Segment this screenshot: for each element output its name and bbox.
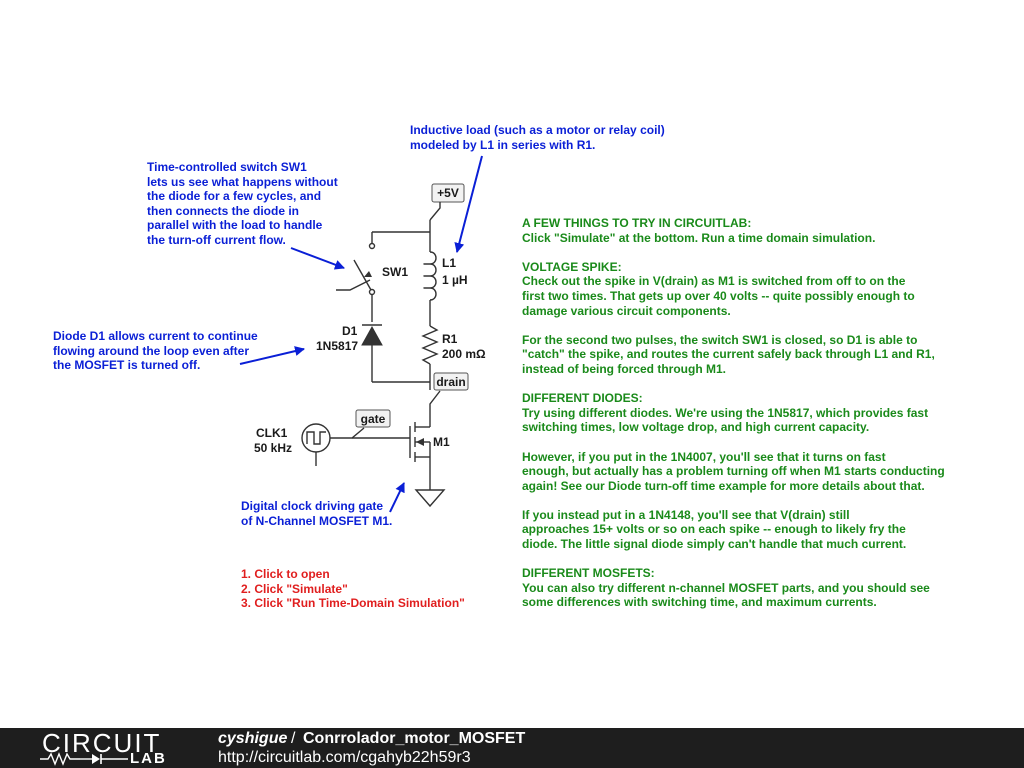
drain-lead <box>429 390 441 422</box>
clock-annotation: Digital clock driving gate of N-Channel … <box>241 499 393 528</box>
inductive-load-annotation: Inductive load (such as a motor or relay… <box>410 123 665 152</box>
circuitlab-logo-lab: LAB <box>130 750 167 767</box>
gate-label: gate <box>361 412 386 426</box>
gate-tag[interactable]: gate <box>355 409 391 428</box>
drain-label: drain <box>436 375 465 389</box>
footer-bar: CIRCUIT LAB cyshigue / Conrrolador_motor… <box>0 728 1024 768</box>
circuit-schematic[interactable]: +5V SW1 D1 1N5817 L1 1 µH R1 200 mΩ drai… <box>0 0 1024 728</box>
notes-text: A FEW THINGS TO TRY IN CIRCUITLAB: Click… <box>522 216 945 610</box>
r1-name: R1 <box>442 332 458 346</box>
sw1-label: SW1 <box>382 265 408 279</box>
drain-tag[interactable]: drain <box>433 372 469 391</box>
footer-separator: / <box>291 730 296 747</box>
gate-tag-lead <box>330 427 365 439</box>
switch-sw1[interactable] <box>336 242 376 296</box>
d1-name: D1 <box>342 324 358 338</box>
ground-symbol <box>414 489 446 508</box>
diode-d1[interactable] <box>361 324 383 382</box>
d1-value: 1N5817 <box>316 339 358 353</box>
resistor-r1[interactable] <box>421 325 439 390</box>
switch-annotation: Time-controlled switch SW1 lets us see w… <box>147 160 338 247</box>
annotation-arrows <box>239 155 483 513</box>
clk-value: 50 kHz <box>254 441 292 455</box>
r1-value: 200 mΩ <box>442 347 486 361</box>
diode-annotation: Diode D1 allows current to continue flow… <box>53 329 258 373</box>
l1-value: 1 µH <box>442 273 468 287</box>
clk-name: CLK1 <box>256 426 288 440</box>
footer-url-link[interactable]: http://circuitlab.com/cgahyb22h59r3 <box>218 749 471 766</box>
footer-circuit-name[interactable]: Conrrolador_motor_MOSFET <box>303 730 526 747</box>
footer-username[interactable]: cyshigue <box>218 730 288 747</box>
supply-tag[interactable]: +5V <box>431 183 465 203</box>
logo-waveform-icon <box>40 752 128 766</box>
supply-lead <box>429 202 441 221</box>
m1-label: M1 <box>433 435 450 449</box>
instructions[interactable]: 1. Click to open 2. Click "Simulate" 3. … <box>241 567 465 611</box>
inductor-l1[interactable] <box>423 251 437 326</box>
circuitlab-logo[interactable]: CIRCUIT <box>42 728 162 758</box>
supply-label: +5V <box>437 186 459 200</box>
l1-name: L1 <box>442 256 456 270</box>
clock-clk1[interactable] <box>301 423 331 466</box>
mosfet-m1[interactable] <box>409 422 431 490</box>
